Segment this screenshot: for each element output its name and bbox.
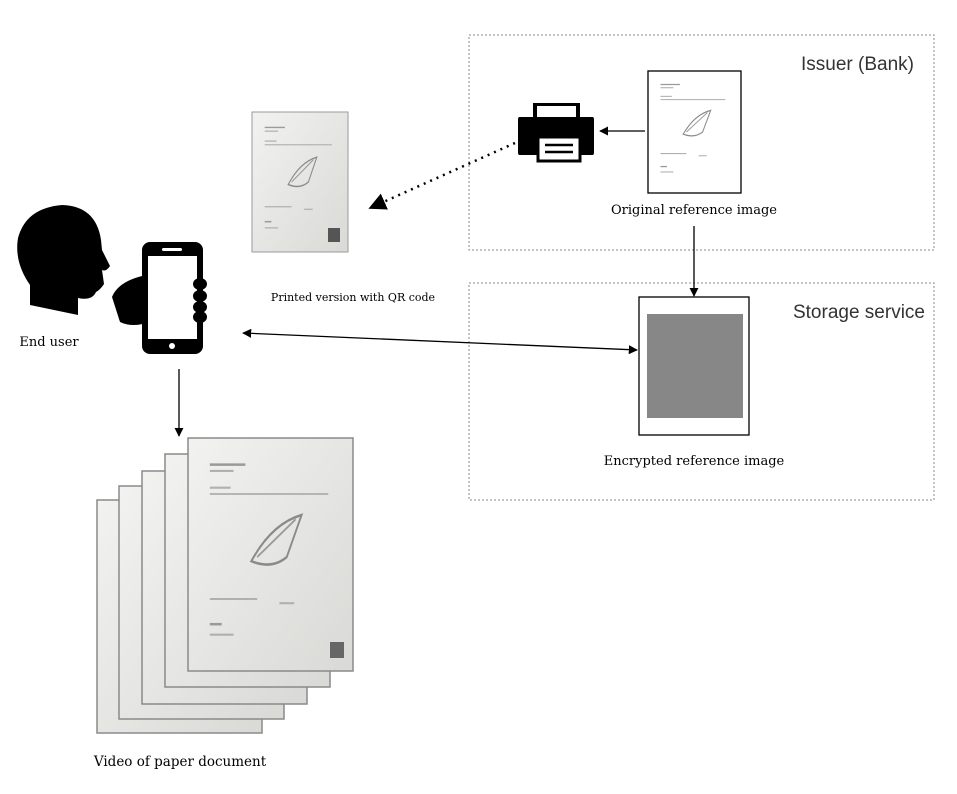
original-reference-label: Original reference image [611,203,777,218]
video-label: Video of paper document [93,754,267,770]
storage-box: Storage service [468,282,935,501]
qr-code [330,642,344,658]
video-frame [187,437,354,672]
arrow-phone-encrypted [242,328,638,355]
qr-code [328,228,340,242]
encrypted-reference-label: Encrypted reference image [604,454,785,469]
end-user-label: End user [19,335,79,350]
video-frames-stack [96,437,354,734]
printer-icon [518,103,594,163]
original-reference-image [647,70,742,194]
encrypted-reference-image [638,296,750,436]
issuer-title: Issuer (Bank) [801,54,914,75]
issuer-box: Issuer (Bank) [468,34,935,251]
smartphone-icon [112,242,207,354]
head-silhouette-icon [17,205,111,315]
printed-document [251,111,349,253]
arrow-printer-to-printed [368,141,516,210]
storage-title: Storage service [793,302,925,323]
printed-version-label: Printed version with QR code [271,291,435,304]
